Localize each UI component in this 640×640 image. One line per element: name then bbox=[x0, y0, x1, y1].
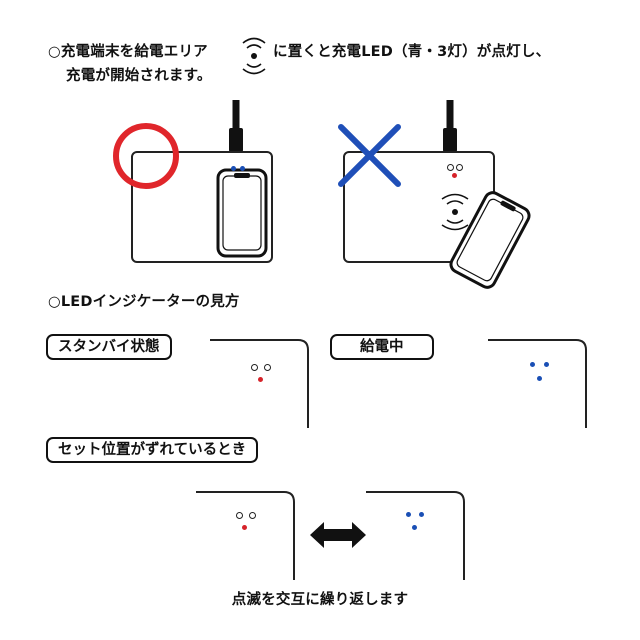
misaligned-label: セット位置がずれているとき bbox=[46, 437, 259, 463]
intro-text-line2: 充電が開始されます。 bbox=[66, 68, 212, 84]
misaligned-led-blue-1 bbox=[406, 512, 411, 517]
misaligned-led-blue-2 bbox=[419, 512, 424, 517]
charging-led-blue-3 bbox=[537, 376, 542, 381]
cross-incorrect-icon bbox=[338, 124, 401, 187]
charging-led-blue-2 bbox=[544, 362, 549, 367]
standby-led-red bbox=[258, 377, 263, 382]
double-arrow-icon bbox=[310, 522, 366, 548]
misaligned-pad-corner-red bbox=[196, 491, 295, 580]
misaligned-led-off-2 bbox=[249, 512, 256, 519]
standby-pad-corner bbox=[210, 339, 309, 428]
misaligned-led-off-1 bbox=[236, 512, 243, 519]
led-section-heading: ○LEDインジケーターの見方 bbox=[48, 294, 240, 310]
misaligned-led-blue-3 bbox=[412, 525, 417, 530]
circle-correct-icon bbox=[113, 123, 179, 189]
led-red bbox=[452, 173, 457, 178]
charging-pad-corner bbox=[488, 339, 587, 428]
wireless-charging-icon bbox=[242, 37, 266, 75]
misaligned-pad-corner-blue bbox=[366, 491, 465, 580]
alternate-caption: 点滅を交互に繰り返します bbox=[231, 592, 409, 608]
standby-led-off-2 bbox=[264, 364, 271, 371]
led-off-1 bbox=[447, 164, 454, 171]
misaligned-led-red bbox=[242, 525, 247, 530]
led-off-2 bbox=[456, 164, 463, 171]
incorrect-placement-illustration bbox=[343, 100, 531, 289]
led-blue-2 bbox=[240, 166, 245, 171]
led-blue-1 bbox=[231, 166, 236, 171]
charging-led-blue-1 bbox=[530, 362, 535, 367]
intro-text-part2: に置くと充電LED（青・3灯）が点灯し、 bbox=[273, 44, 551, 60]
standby-label: スタンバイ状態 bbox=[46, 334, 172, 360]
intro-text-part1: ○充電端末を給電エリア bbox=[48, 44, 208, 60]
standby-led-off-1 bbox=[251, 364, 258, 371]
charging-label: 給電中 bbox=[330, 334, 434, 360]
